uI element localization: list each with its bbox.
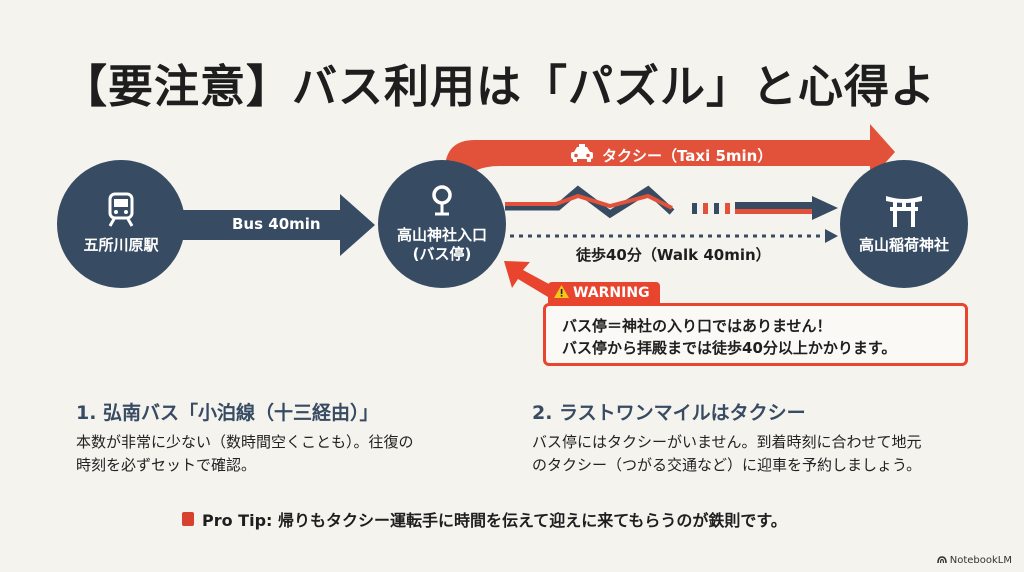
torii-icon [884,192,924,232]
section-2-title: 2. ラストワンマイルはタクシー [532,402,806,424]
section-2-body-line2: のタクシー（つがる交通など）に迎車を予約しましょう。 [532,456,922,474]
train-icon [106,192,136,232]
bus-arrow [170,194,375,256]
node-label: 高山稲荷神社 [858,236,949,255]
bus-route-label: Bus 40min [232,215,321,233]
taxi-route-label: タクシー（Taxi 5min） [570,144,772,166]
pro-tip: Pro Tip: 帰りもタクシー運転手に時間を伝えて迎えに来てもらうのが鉄則です… [182,507,787,531]
notebooklm-logo-icon [937,555,947,566]
pro-tip-text: Pro Tip: 帰りもタクシー運転手に時間を伝えて迎えに来てもらうのが鉄則です… [202,511,787,530]
node-shrine: 高山稲荷神社 [840,160,968,288]
walk-route-label: 徒歩40分（Walk 40min） [576,246,771,264]
node-label: 五所川原駅 [83,236,159,255]
section-1-title: 1. 弘南バス「小泊線（十三経由）」 [76,402,379,424]
taxi-route-text: タクシー（Taxi 5min） [602,146,773,165]
taxi-icon [570,144,594,166]
warning-line-2: バス停から拝殿までは徒歩40分以上かかります。 [562,339,897,357]
warning-box: バス停＝神社の入り口ではありません！ バス停から拝殿までは徒歩40分以上かかりま… [543,303,968,366]
node-bus-stop: 高山神社入口 (バス停) [378,160,506,288]
section-1-body-line2: 時刻を必ずセットで確認。 [76,456,257,474]
section-2-body: バス停にはタクシーがいません。到着時刻に合わせて地元 のタクシー（つがる交通など… [532,431,922,477]
taxi-arrow [445,124,895,185]
section-1-body-line1: 本数が非常に少ない（数時間空くことも）。往復の [76,433,414,451]
pushpin-icon [182,512,194,526]
warning-tab: WARNING [548,282,660,304]
warning-tab-label: WARNING [573,285,650,301]
zigzag-path [505,185,838,220]
brand-text: NotebookLM [949,555,1012,566]
node-label-line1: 高山神社入口 [396,225,487,244]
brand-watermark: NotebookLM [937,555,1012,566]
pin-icon [430,184,454,222]
section-1-body: 本数が非常に少ない（数時間空くことも）。往復の 時刻を必ずセットで確認。 [76,431,414,477]
section-2-body-line1: バス停にはタクシーがいません。到着時刻に合わせて地元 [532,433,922,451]
walk-dotted-line [510,229,838,243]
node-start-station: 五所川原駅 [57,160,185,288]
node-label-line2: (バス停) [412,245,472,263]
warning-line-1: バス停＝神社の入り口ではありません！ [562,317,832,335]
warning-triangle-icon [554,284,569,302]
page-title: 【要注意】バス利用は「パズル」と心得よ [62,60,937,113]
warning-pointer-arrow [504,261,560,300]
